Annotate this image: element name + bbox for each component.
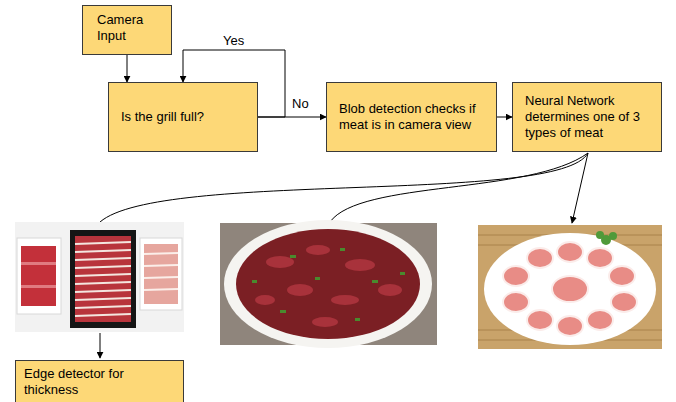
meat-roll [527, 310, 553, 330]
fat-line [75, 290, 131, 292]
beef-piece [312, 317, 338, 327]
fat-line [75, 306, 131, 308]
beef-piece [378, 284, 402, 296]
leader-curve [330, 153, 588, 222]
fat-line [144, 289, 178, 290]
fat-line [75, 242, 131, 244]
meat-slab [21, 285, 56, 288]
process-box: Edge detector for thickness [15, 360, 184, 402]
meat-roll [587, 310, 613, 330]
fat-line [75, 298, 131, 300]
tray [17, 238, 61, 314]
scallion [315, 277, 320, 280]
leader-curve [100, 153, 588, 222]
box-text: Neural Network determines one of 3 types… [525, 93, 653, 141]
flow-arrow [127, 55, 128, 82]
box-text: Blob detection checks if meat is in came… [339, 101, 488, 133]
parsley [596, 231, 604, 239]
tray [140, 238, 182, 310]
edge-label: Yes [221, 33, 246, 48]
meat-rolls [503, 242, 637, 336]
beef-piece [255, 295, 275, 305]
meat-slices [144, 244, 178, 304]
parsley-garnish [596, 231, 617, 245]
fat-line [75, 314, 131, 316]
scallion [290, 255, 296, 258]
beef-piece [306, 245, 330, 255]
fat-line [144, 265, 178, 266]
meat-roll [587, 248, 613, 268]
photo-ground [15, 222, 184, 332]
beef-bowl-photo [220, 220, 437, 348]
meat-roll [503, 292, 529, 312]
fat-line [144, 277, 178, 278]
beef-piece [287, 284, 313, 296]
meat-roll [527, 248, 553, 268]
meat-slices [75, 236, 131, 322]
scallion [372, 280, 378, 283]
beef-piece [331, 295, 359, 305]
box-text: Edge detector for thickness [24, 366, 175, 398]
leader-arrow [572, 153, 588, 223]
meat-slab [21, 246, 56, 306]
meat-roll [557, 242, 583, 262]
meat-roll [557, 316, 583, 336]
parsley [609, 232, 617, 240]
process-box: Neural Network determines one of 3 types… [512, 82, 662, 152]
rolled-slices-photo [478, 225, 662, 349]
scallion [340, 248, 345, 251]
fat-marbling [144, 253, 178, 290]
scallion [355, 318, 360, 321]
process-box: Camera Input [82, 5, 172, 55]
meat-roll [611, 292, 637, 312]
beef-piece [345, 259, 375, 271]
fat-line [75, 282, 131, 284]
beef-pieces [255, 245, 402, 327]
fat-line [144, 253, 178, 254]
process-box: Blob detection checks if meat is in came… [326, 82, 497, 152]
beef-pile [236, 229, 420, 339]
scallion [280, 310, 286, 313]
box-text: Is the grill full? [121, 109, 247, 125]
meat-trays-photo [15, 222, 184, 332]
beef-piece [266, 256, 294, 268]
box-text: Camera Input [97, 12, 159, 44]
meat-slab [21, 262, 56, 265]
flow-arrow [258, 117, 326, 118]
process-box: Is the grill full? [108, 82, 258, 152]
flow-arrow [497, 117, 512, 118]
photo-ground [478, 225, 662, 349]
leader-arrow [100, 333, 101, 358]
fat-line [75, 274, 131, 276]
scallion [400, 272, 405, 275]
meat-roll [503, 266, 529, 286]
meat-roll [552, 276, 588, 302]
edge-label: No [290, 96, 311, 111]
fat-line [75, 250, 131, 252]
bowl [224, 220, 432, 348]
fat-line [75, 266, 131, 268]
fat-marbling [75, 242, 131, 316]
meat-roll [609, 266, 635, 286]
scallion-bits [252, 248, 405, 321]
plate [484, 233, 656, 345]
tray [70, 230, 136, 328]
fat-line [75, 258, 131, 260]
scallion [252, 280, 257, 283]
